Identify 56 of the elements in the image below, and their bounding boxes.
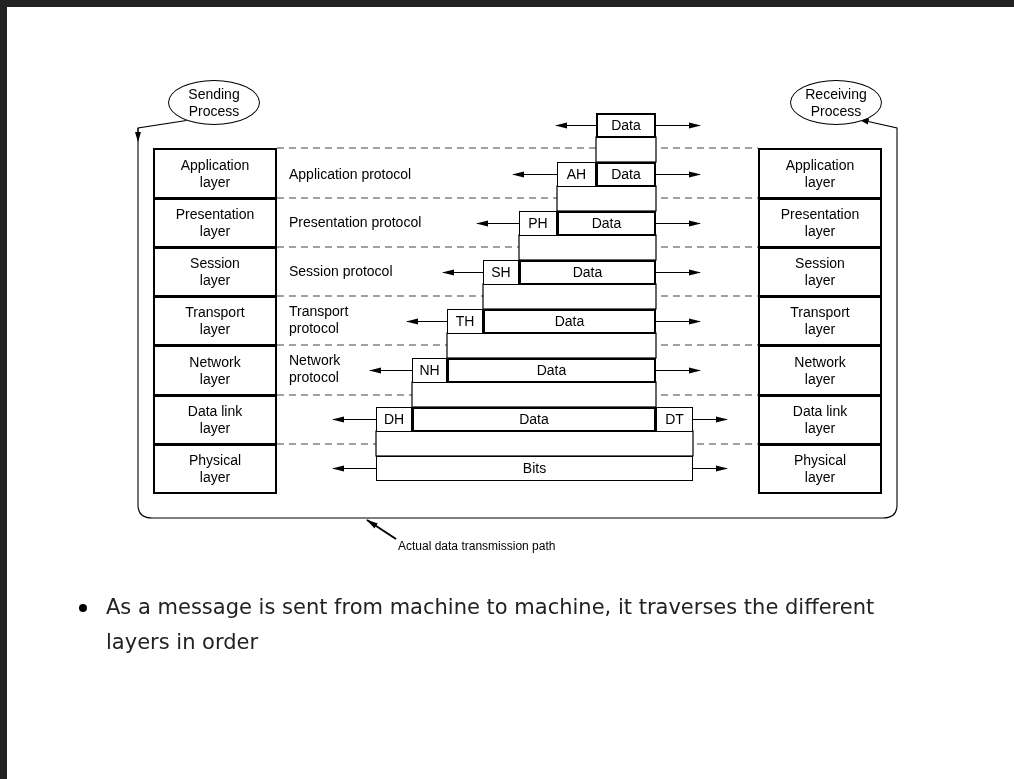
- data-box: Data: [447, 358, 656, 383]
- layer-box: Data link layer: [758, 395, 882, 445]
- layer-box: Network layer: [153, 345, 277, 396]
- layer-box: Transport layer: [758, 296, 882, 346]
- process-ellipse: Receiving Process: [790, 80, 882, 125]
- protocol-label: Application protocol: [289, 166, 413, 183]
- layer-box: Transport layer: [153, 296, 277, 346]
- arrow: [655, 122, 701, 129]
- protocol-label: Presentation protocol: [289, 214, 423, 231]
- layer-box: Application layer: [758, 148, 882, 199]
- path-caption: Actual data transmission path: [398, 537, 638, 555]
- layer-box: Physical layer: [153, 444, 277, 494]
- arrow: [555, 122, 597, 129]
- header-box: AH: [557, 162, 596, 187]
- data-box: Data: [412, 407, 656, 432]
- process-ellipse: Sending Process: [168, 80, 260, 125]
- header-box: NH: [412, 358, 447, 383]
- layer-box: Presentation layer: [153, 198, 277, 248]
- arrow: [332, 416, 377, 423]
- layer-box: Session layer: [153, 247, 277, 297]
- arrow: [655, 367, 701, 374]
- data-box: Data: [483, 309, 656, 334]
- transmission-path-arrow: [135, 118, 898, 519]
- header-box: TH: [447, 309, 483, 334]
- arrow: [476, 220, 520, 227]
- layer-box: Session layer: [758, 247, 882, 297]
- data-box: Data: [557, 211, 656, 236]
- data-box: Data: [596, 113, 656, 138]
- arrow: [655, 318, 701, 325]
- layer-box: Physical layer: [758, 444, 882, 494]
- arrow: [406, 318, 448, 325]
- arrow: [512, 171, 558, 178]
- arrow: [369, 367, 413, 374]
- arrow: [692, 416, 728, 423]
- arrow: [442, 269, 484, 276]
- leader-arrow: [366, 519, 397, 540]
- layer-box: Data link layer: [153, 395, 277, 445]
- arrow: [655, 220, 701, 227]
- layer-box: Network layer: [758, 345, 882, 396]
- header-box: PH: [519, 211, 557, 236]
- protocol-label: Network protocol: [289, 352, 342, 386]
- bits-box: Bits: [376, 456, 693, 481]
- arrow: [655, 171, 701, 178]
- data-box: Data: [596, 162, 656, 187]
- protocol-label: Session protocol: [289, 263, 394, 280]
- layer-box: Presentation layer: [758, 198, 882, 248]
- arrow: [655, 269, 701, 276]
- arrow: [332, 465, 377, 472]
- bullet-text: As a message is sent from machine to machine, it traverses the different layers in order: [106, 594, 876, 656]
- arrow: [692, 465, 728, 472]
- layer-box: Application layer: [153, 148, 277, 199]
- header-box: DH: [376, 407, 412, 432]
- data-box: Data: [519, 260, 656, 285]
- protocol-label: Transport protocol: [289, 303, 350, 337]
- trailer-box: DT: [656, 407, 693, 432]
- header-box: SH: [483, 260, 519, 285]
